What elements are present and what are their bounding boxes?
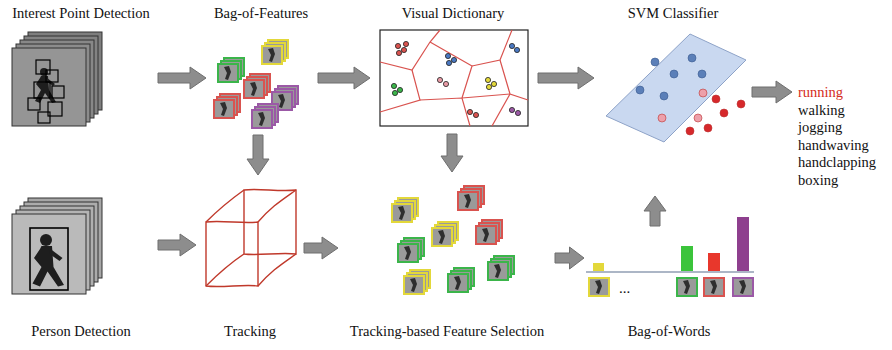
flow-arrow bbox=[538, 67, 594, 89]
stage-box: Interest Point Detection bbox=[6, 4, 156, 130]
flow-arrow bbox=[247, 135, 269, 175]
flow-arrow bbox=[304, 237, 338, 259]
stage-heading: Interest Point Detection bbox=[12, 4, 150, 22]
flow-arrow bbox=[644, 196, 666, 226]
flow-arrow bbox=[555, 247, 584, 269]
class-name: walking bbox=[798, 102, 845, 120]
stage-box: SVM Classifier bbox=[598, 4, 748, 150]
stage-box: Person Detection bbox=[6, 186, 156, 340]
svm-plane bbox=[606, 34, 746, 142]
stage-box: Tracking-based Feature Selection bbox=[340, 176, 554, 340]
stage-heading: SVM Classifier bbox=[628, 4, 719, 22]
class-name: handwaving bbox=[798, 137, 869, 155]
stage-heading: Tracking-based Feature Selection bbox=[350, 322, 544, 340]
stage-box: Bag-of-Features bbox=[208, 4, 314, 130]
class-name: running bbox=[798, 84, 843, 102]
histogram bbox=[586, 217, 754, 296]
flow-arrow bbox=[158, 234, 196, 256]
feature-patches bbox=[214, 40, 298, 128]
video-frames bbox=[12, 32, 102, 126]
flow-arrow bbox=[441, 134, 463, 172]
stage-box: Visual Dictionary bbox=[374, 4, 532, 130]
video-frames bbox=[12, 198, 102, 294]
class-name: jogging bbox=[798, 119, 842, 137]
class-name: handclapping bbox=[798, 154, 876, 172]
tracking-volume bbox=[206, 189, 296, 286]
stage-box: Tracking bbox=[198, 180, 302, 340]
ellipsis-label: ... bbox=[619, 280, 630, 296]
stage-heading: Visual Dictionary bbox=[402, 4, 505, 22]
feature-patches bbox=[392, 186, 514, 294]
stage-box: Bag-of-Words bbox=[585, 236, 753, 340]
class-name: boxing bbox=[798, 172, 838, 190]
flow-arrow bbox=[318, 67, 370, 89]
stage-heading: Person Detection bbox=[31, 322, 130, 340]
voronoi-dictionary bbox=[380, 30, 528, 126]
stage-heading: Bag-of-Features bbox=[214, 4, 308, 22]
stage-heading: Bag-of-Words bbox=[628, 322, 711, 340]
stage-heading: Tracking bbox=[224, 322, 276, 340]
flow-arrow bbox=[752, 81, 792, 103]
flow-arrow bbox=[158, 67, 206, 89]
class-list: runningwalkingjogginghandwavinghandclapp… bbox=[796, 84, 888, 194]
